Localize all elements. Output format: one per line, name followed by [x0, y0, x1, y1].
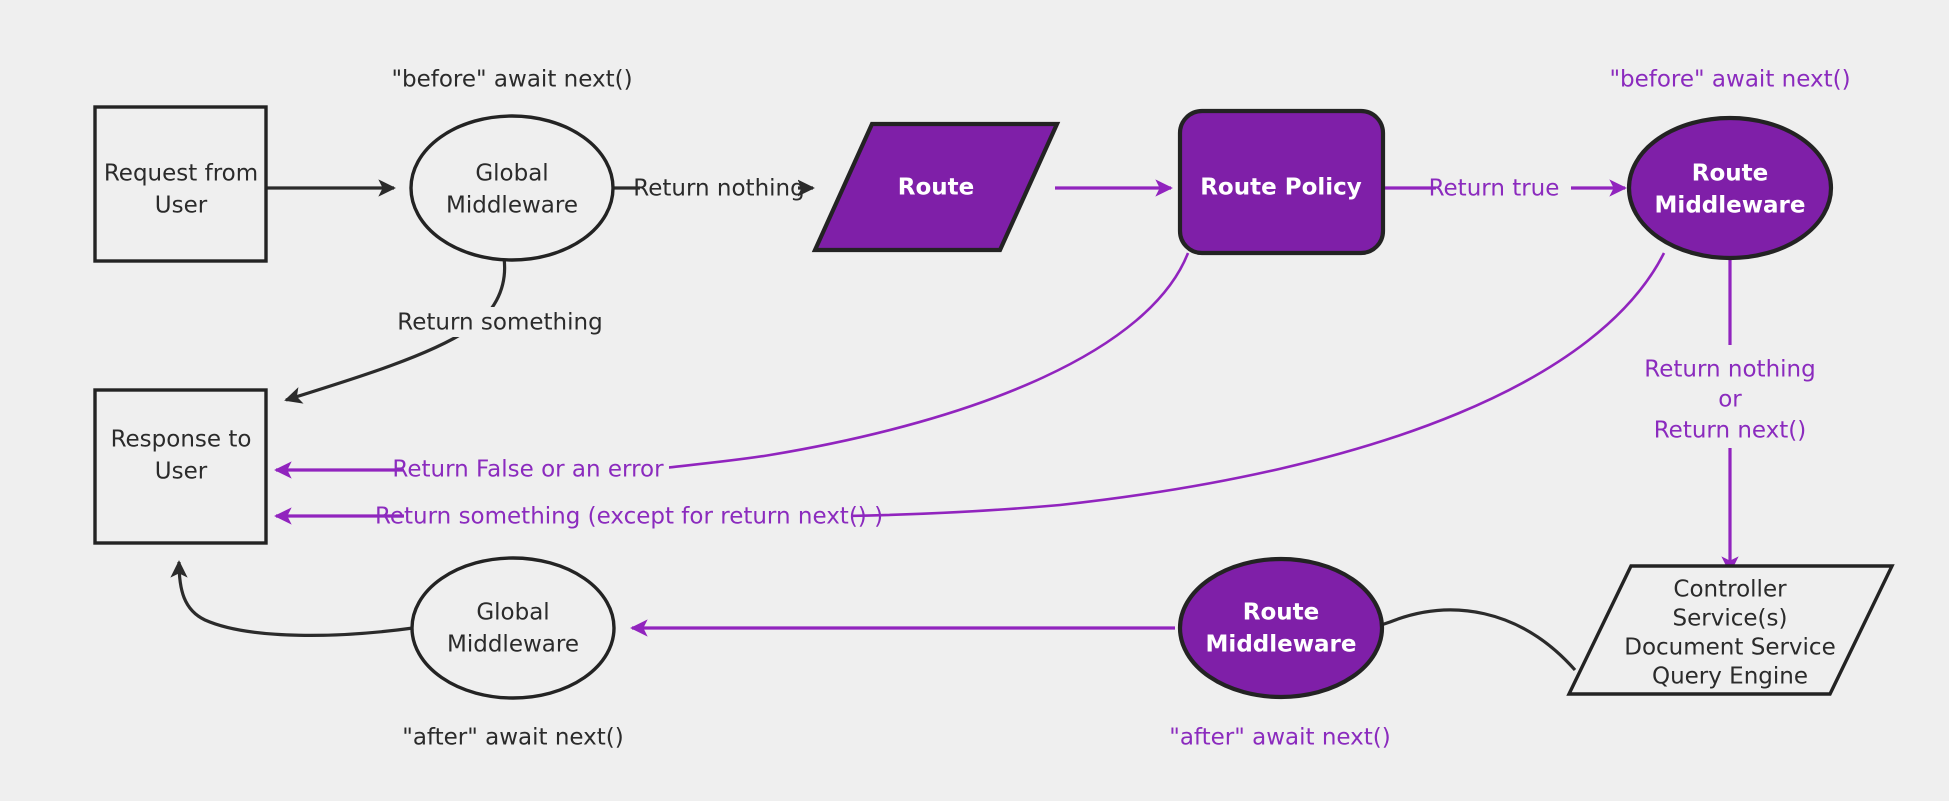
node-response-to-user[interactable]: Response to User [93, 388, 268, 545]
response-to-user-rect [93, 388, 268, 545]
global-middleware-top-label-line2: Middleware [446, 193, 578, 219]
route-label: Route [898, 175, 974, 201]
route-policy-label: Route Policy [1200, 175, 1362, 201]
response-to-user-label-line2: User [155, 459, 208, 485]
route-middleware-bottom-label-line1: Route [1243, 600, 1319, 626]
node-global-middleware-top[interactable]: Global Middleware [409, 114, 615, 262]
global-middleware-bottom-label-line1: Global [476, 600, 549, 626]
node-route-middleware-top[interactable]: Route Middleware [1626, 115, 1834, 261]
controller-label-line1: Controller [1673, 577, 1787, 603]
route-middleware-bottom-label-line2: Middleware [1206, 632, 1357, 658]
edge-label-return-nothing-or-next-1: Return nothing [1644, 357, 1815, 383]
annotation-before-await-next-route: "before" await next() [1609, 67, 1850, 93]
route-policy-rect [1177, 108, 1386, 256]
node-request-from-user[interactable]: Request from User [93, 105, 268, 263]
return-something-label-bg [404, 307, 594, 337]
edge-global-middleware-bottom-to-response [170, 560, 414, 637]
request-from-user-rect [93, 105, 268, 263]
controller-label-line4: Query Engine [1652, 664, 1808, 690]
return-false-label-bg [404, 455, 669, 485]
return-something-except-label-bg [404, 501, 852, 531]
route-middleware-bottom-ellipse [1177, 556, 1385, 700]
edge-label-return-true: Return true [1429, 176, 1560, 202]
controller-label-line2: Service(s) [1673, 606, 1788, 632]
edge-route-middleware-to-response [844, 252, 1666, 518]
response-to-user-label-line1: Response to [111, 427, 252, 453]
request-from-user-label-line2: User [155, 193, 208, 219]
route-middleware-top-ellipse [1626, 115, 1834, 261]
return-nothing-label-bg [640, 173, 798, 203]
node-global-middleware-bottom[interactable]: Global Middleware [410, 556, 616, 700]
edge-label-return-something: Return something [397, 310, 602, 336]
return-nothing-or-next-label-bg [1640, 355, 1825, 448]
annotation-after-await-next-route: "after" await next() [1169, 725, 1391, 751]
annotation-before-await-next-global: "before" await next() [391, 67, 632, 93]
controller-label-line3: Document Service [1624, 635, 1835, 661]
route-middleware-top-label-line2: Middleware [1655, 193, 1806, 219]
edge-label-return-false-or-error: Return False or an error [392, 457, 664, 483]
global-middleware-top-ellipse [409, 114, 615, 262]
route-middleware-top-label-line1: Route [1692, 161, 1768, 187]
edge-label-return-nothing: Return nothing [633, 176, 804, 202]
global-middleware-bottom-ellipse [410, 556, 616, 700]
controller-parallelogram [1566, 564, 1895, 696]
annotation-after-await-next-global: "after" await next() [402, 725, 624, 751]
node-route[interactable]: Route [811, 121, 1061, 253]
return-true-label-bg [1436, 173, 1571, 203]
edge-label-return-nothing-or-next-3: Return next() [1654, 418, 1807, 444]
edge-label-return-something-except: Return something (except for return next… [375, 504, 883, 530]
edge-route-policy-to-response [663, 252, 1190, 470]
request-from-user-label-line1: Request from [104, 161, 258, 187]
global-middleware-bottom-label-line2: Middleware [447, 632, 579, 658]
node-route-policy[interactable]: Route Policy [1177, 108, 1386, 256]
global-middleware-top-label-line1: Global [475, 161, 548, 187]
node-route-middleware-bottom[interactable]: Route Middleware [1177, 556, 1385, 700]
edge-label-return-nothing-or-next-2: or [1718, 387, 1742, 413]
edge-global-middleware-to-response [284, 257, 507, 404]
node-controller[interactable]: Controller Service(s) Document Service Q… [1566, 564, 1895, 696]
route-parallelogram [811, 121, 1061, 253]
